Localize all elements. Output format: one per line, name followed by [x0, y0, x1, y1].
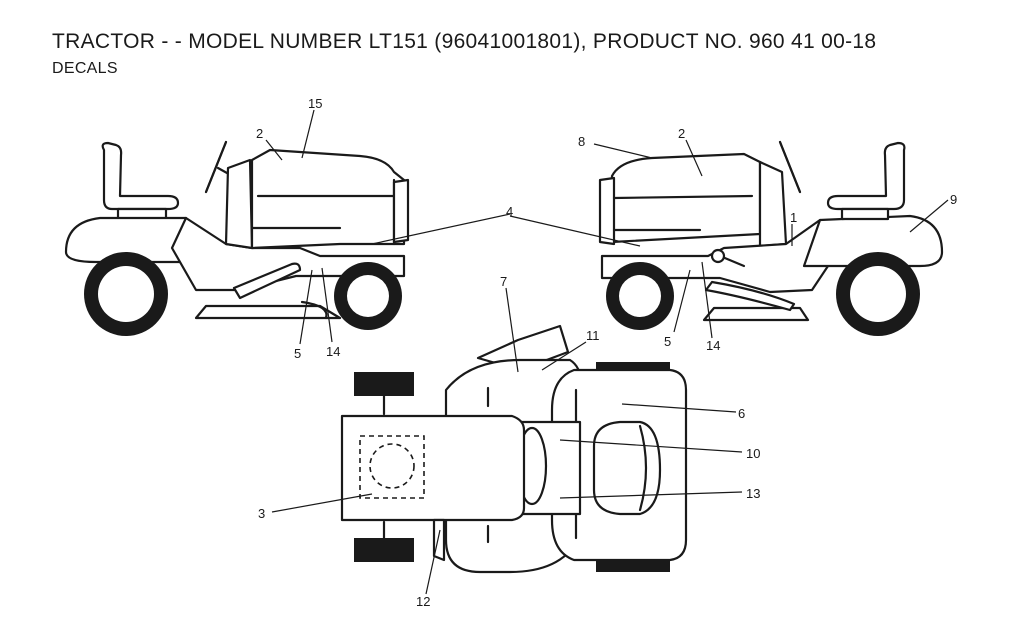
callout-top-7: 7 — [500, 274, 507, 289]
callout-right-9: 9 — [950, 192, 957, 207]
callout-left-2: 2 — [256, 126, 263, 141]
callout-top-10: 10 — [746, 446, 760, 461]
callout-right-8: 8 — [578, 134, 585, 149]
callout-right-1: 1 — [790, 210, 797, 225]
callout-right-5: 5 — [664, 334, 671, 349]
callout-right-2: 2 — [678, 126, 685, 141]
callout-top-12: 12 — [416, 594, 430, 609]
tractor-right-side-view — [598, 140, 944, 336]
callout-top-11: 11 — [586, 328, 600, 343]
callout-top-13: 13 — [746, 486, 760, 501]
tractor-left-side-view — [64, 140, 410, 336]
page-title: TRACTOR - - MODEL NUMBER LT151 (96041001… — [52, 30, 877, 53]
section-subtitle: DECALS — [52, 60, 118, 77]
callout-labels: 15 2 4 5 14 8 2 1 9 5 14 7 11 6 10 13 3 … — [256, 96, 957, 609]
callout-top-3: 3 — [258, 506, 265, 521]
callout-right-14: 14 — [706, 338, 720, 353]
callout-4: 4 — [506, 204, 513, 219]
callout-left-5: 5 — [294, 346, 301, 361]
leader-lines — [265, 109, 949, 595]
tractor-top-view — [340, 324, 688, 574]
callout-top-6: 6 — [738, 406, 745, 421]
callout-left-14: 14 — [326, 344, 340, 359]
callout-left-15: 15 — [308, 96, 322, 111]
